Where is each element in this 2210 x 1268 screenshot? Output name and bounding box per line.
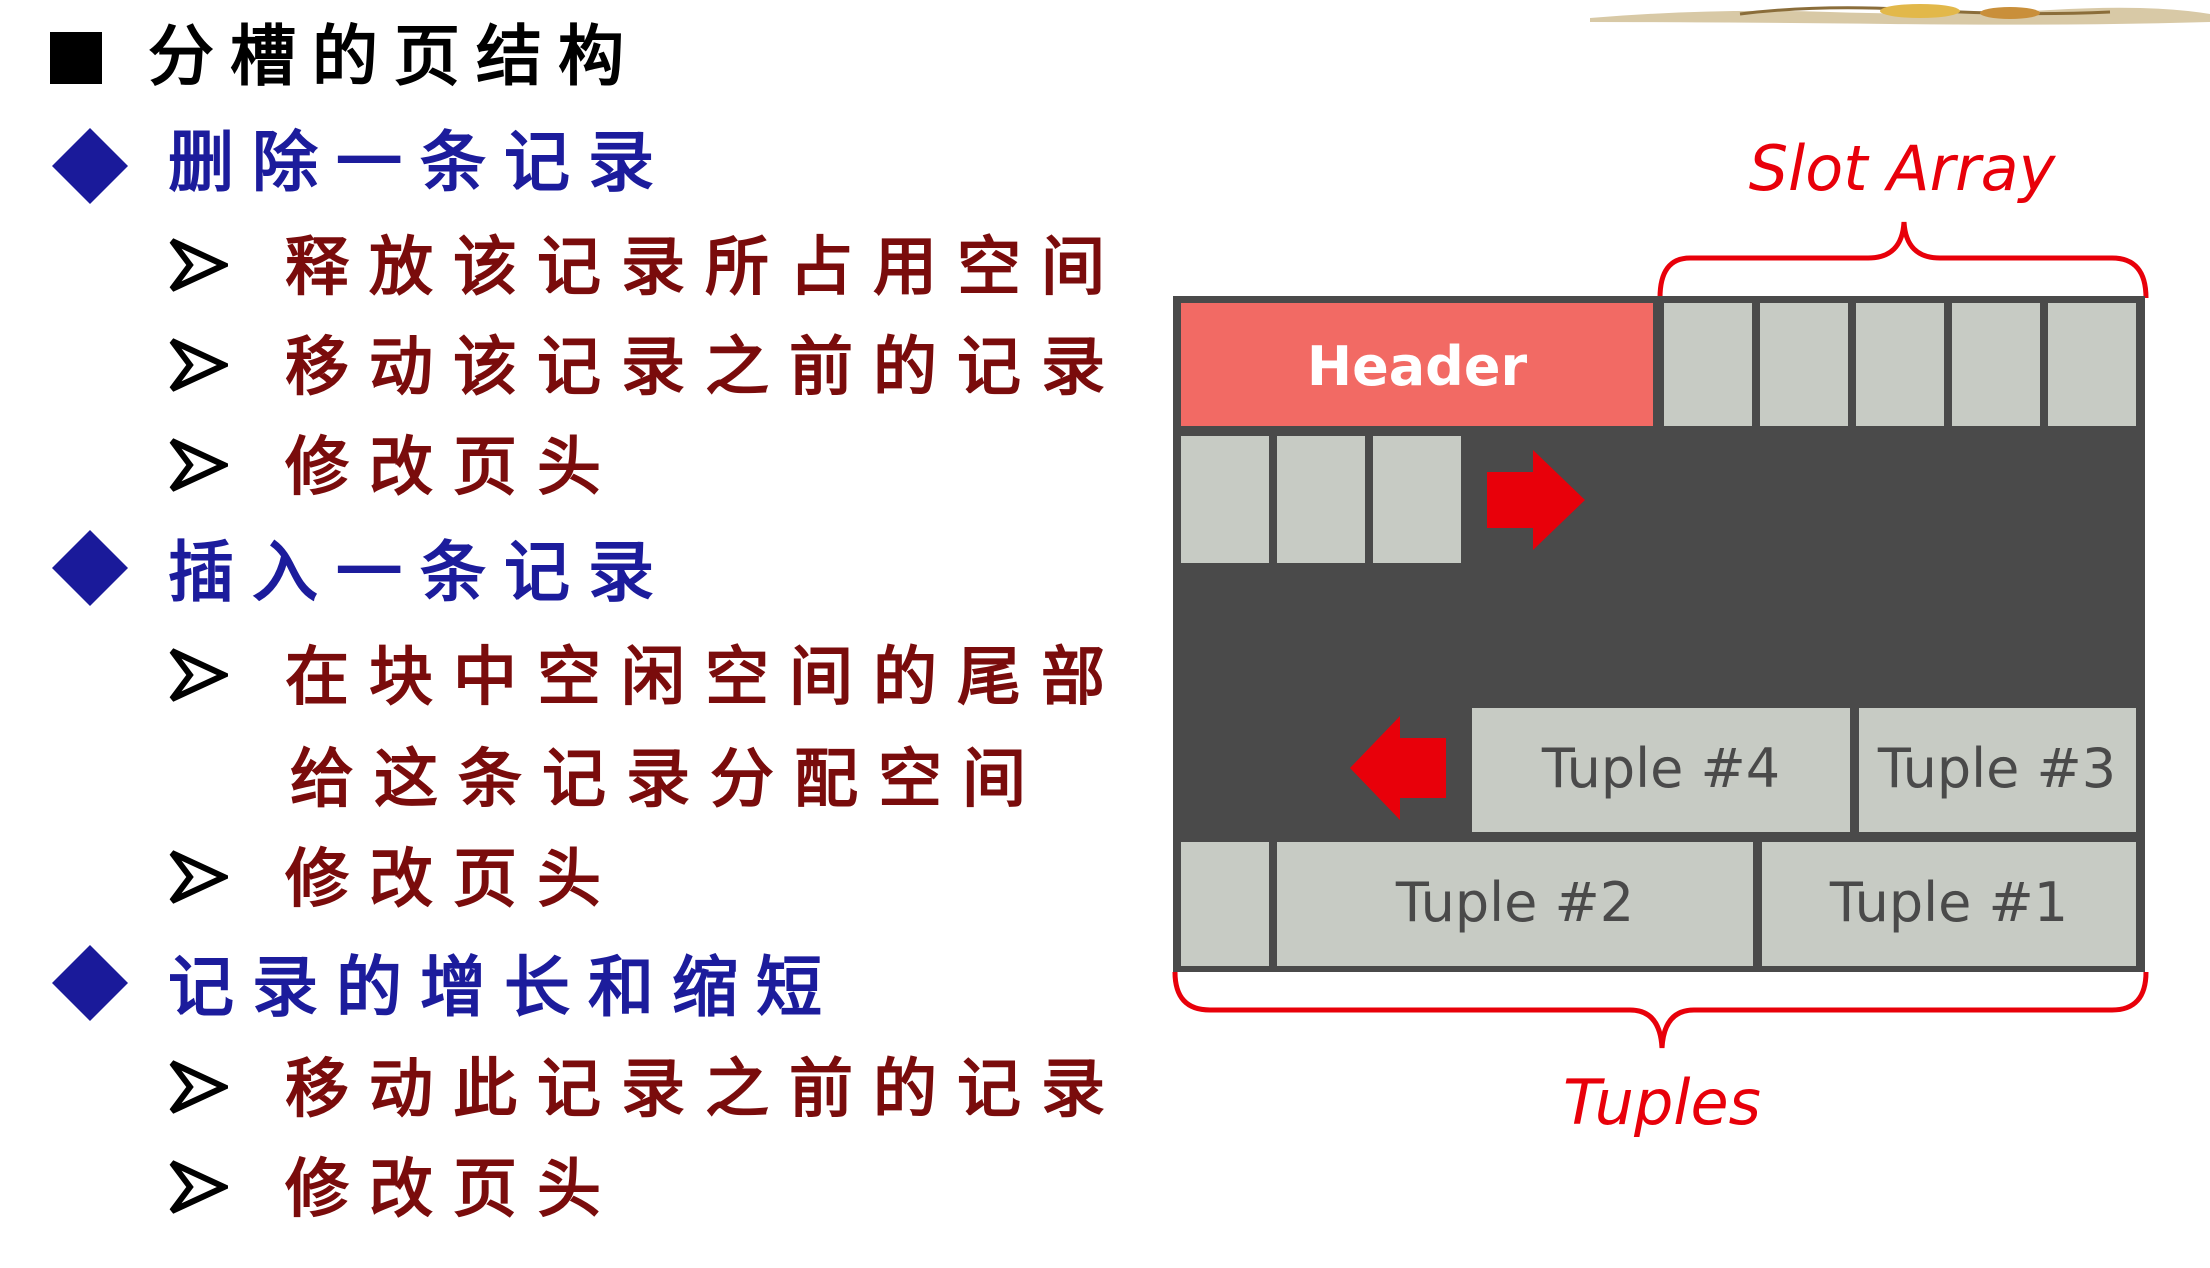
slot-cell [1181,842,1269,966]
slot-array-brace [1657,221,2149,299]
slot-cell [1373,436,1461,563]
header-block [1181,303,1653,426]
diamond-bullet-icon [52,945,128,1021]
tuples-label: Tuples [1563,1066,1761,1139]
slot-cell [1760,303,1848,426]
diamond-bullet-icon [52,128,128,204]
header-label: Header [1307,335,1528,398]
slotted-page-diagram: Slot Array Header Tuple #4 Tuple #3 Tupl… [1172,132,2149,1139]
title-text: 分槽的页结构 [148,18,640,95]
diamond-bullet-icon [52,530,128,606]
tuple-block [1859,708,2136,832]
arrow-bullet-icon [169,1060,228,1114]
section-heading: 插入一条记录 [168,534,672,611]
arrow-bullet-icon [169,438,228,492]
arrow-bullet-icon [169,1160,228,1214]
slot-cell [1181,436,1269,563]
arrow-bullet-icon [169,648,228,702]
list-item: 移动该记录之前的记录 [285,331,1125,405]
list-item: 修改页头 [285,1153,621,1227]
slot-cell [1856,303,1944,426]
tuple-label: Tuple #1 [1829,871,2068,934]
list-item: 修改页头 [285,431,621,505]
list-item: 移动此记录之前的记录 [285,1053,1125,1127]
list-item-continuation: 给这条记录分配空间 [290,743,1046,817]
list-item: 在块中空闲空间的尾部 [285,641,1125,715]
tuple-label: Tuple #3 [1877,737,2116,800]
arrow-bullet-icon [169,238,228,292]
list-item: 修改页头 [285,843,621,917]
arrow-bullet-icon [169,338,228,392]
slot-cell [1664,303,1752,426]
tuple-label: Tuple #4 [1541,737,1780,800]
square-bullet-icon [50,32,102,84]
decorative-image-strip [1590,4,2210,25]
slot-array-label: Slot Array [1749,132,2057,205]
list-item: 释放该记录所占用空间 [285,231,1125,305]
tuple-growth-arrow-icon [1350,716,1446,820]
tuple-block [1277,842,1753,966]
tuples-brace [1172,971,2149,1049]
slot-growth-arrow-icon [1487,450,1585,550]
tuple-block [1472,708,1850,832]
slot-cell [1952,303,2040,426]
slot-cell [2048,303,2136,426]
slot-cell [1277,436,1365,563]
section-heading: 记录的增长和缩短 [168,949,840,1026]
tuple-block [1762,842,2136,966]
section-heading: 删除一条记录 [168,124,672,201]
tuple-label: Tuple #2 [1395,871,1634,934]
arrow-bullet-icon [169,850,228,904]
